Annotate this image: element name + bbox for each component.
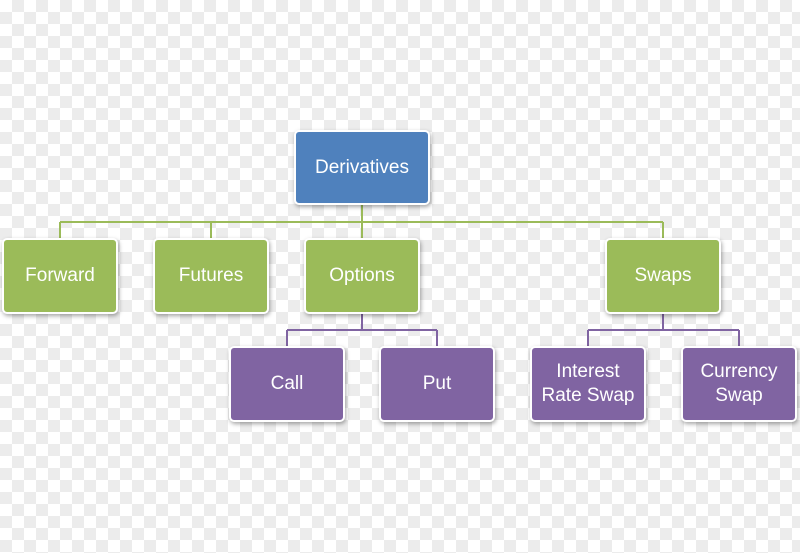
root-to-level1-connector <box>59 205 664 240</box>
node-forward: Forward <box>2 238 118 314</box>
node-interest-rate-swap-label: Interest Rate Swap <box>541 361 635 406</box>
node-currency-swap: Currency Swap <box>681 346 797 422</box>
node-call-label: Call <box>270 373 304 394</box>
node-interest-rate-swap: Interest Rate Swap <box>530 346 646 422</box>
node-derivatives-label: Derivatives <box>315 156 409 178</box>
node-futures-label: Futures <box>178 265 244 286</box>
node-futures: Futures <box>153 238 269 314</box>
node-options: Options <box>304 238 420 314</box>
node-options-label: Options <box>329 265 395 286</box>
node-forward-label: Forward <box>25 265 95 286</box>
node-swaps: Swaps <box>605 238 721 314</box>
node-currency-swap-label: Currency Swap <box>700 361 778 406</box>
options-to-children-connector <box>286 314 438 348</box>
node-derivatives: Derivatives <box>294 130 430 205</box>
swaps-to-children-connector <box>587 314 740 348</box>
node-call: Call <box>229 346 345 422</box>
node-put-label: Put <box>422 373 452 394</box>
node-put: Put <box>379 346 495 422</box>
node-swaps-label: Swaps <box>634 265 692 286</box>
